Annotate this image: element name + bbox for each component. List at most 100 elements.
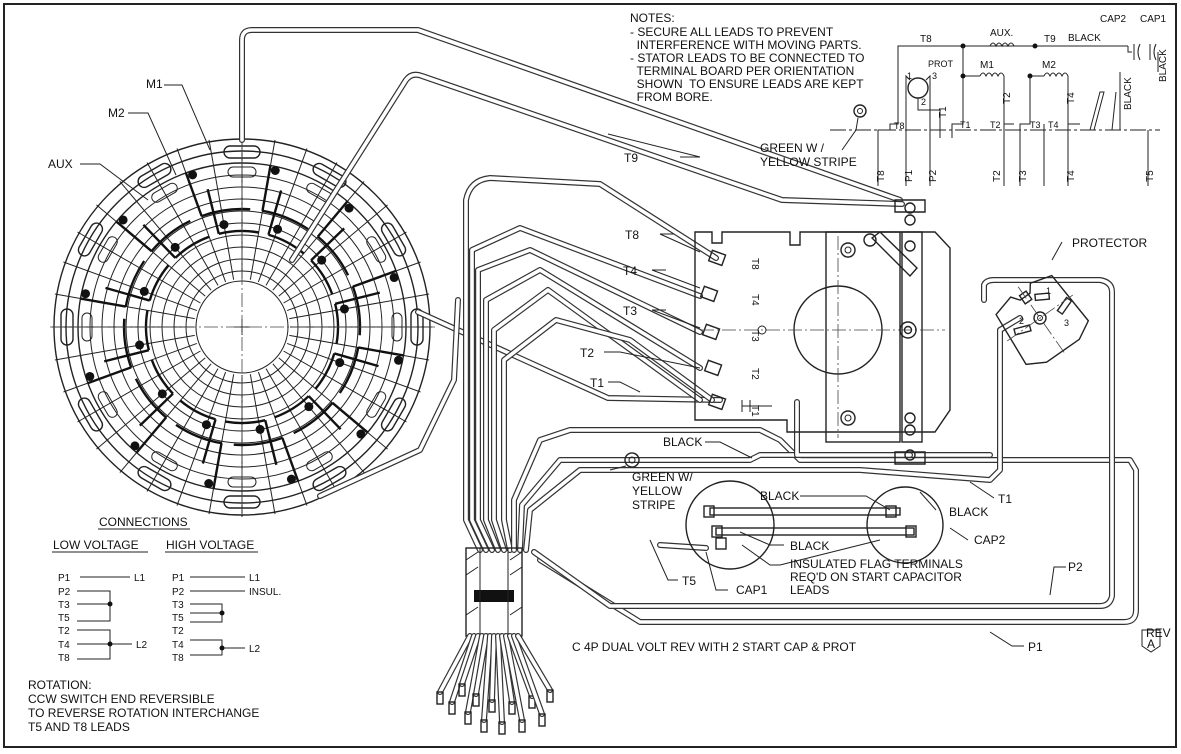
schematic-lead-label: P1	[904, 169, 915, 182]
protector-pin-2: 2	[1019, 316, 1024, 326]
green-mid-3: STRIPE	[632, 498, 675, 512]
high-voltage-row: T4	[172, 640, 184, 651]
high-voltage-row: P1	[172, 573, 185, 584]
label-p2: P2	[1068, 560, 1083, 574]
flag-line-3: LEADS	[790, 583, 829, 597]
wire-lead	[511, 427, 1139, 625]
high-l2: L2	[249, 644, 261, 655]
schematic-lead-label: T4	[1066, 170, 1077, 182]
schematic-lead-label: P2	[928, 169, 939, 182]
green-mid-2: YELLOW	[632, 484, 683, 498]
green-top-1: GREEN W /	[760, 141, 825, 155]
label-t3: T3	[623, 304, 637, 318]
board-terminal-label: T4	[749, 294, 760, 306]
note-line-4: TERMINAL BOARD PER ORIENTATION	[630, 64, 854, 78]
wire-lead	[501, 317, 715, 553]
connection-tables	[52, 528, 258, 660]
low-voltage-row: T8	[58, 653, 70, 664]
rotation-line-3: TO REVERSE ROTATION INTERCHANGE	[28, 706, 259, 720]
schematic	[830, 42, 1160, 186]
high-l1: L1	[249, 573, 261, 584]
high-voltage-row: P2	[172, 587, 185, 598]
sch-cap1: CAP1	[1140, 14, 1167, 25]
stator-winding	[50, 137, 435, 517]
diagram-title: C 4P DUAL VOLT REV WITH 2 START CAP & PR…	[572, 640, 857, 654]
sch-cap2: CAP2	[1100, 14, 1127, 25]
wire-lead	[491, 287, 703, 553]
wire-lead	[469, 225, 703, 553]
label-black-4: BLACK	[790, 539, 829, 553]
label-black-3: BLACK	[949, 505, 988, 519]
sch-pin-3: 3	[932, 71, 937, 81]
revision-marker: REV A	[1141, 626, 1171, 653]
schematic-lead-label: T1	[938, 106, 949, 118]
coil-slot	[380, 397, 407, 432]
rotation-line-1: ROTATION:	[28, 678, 92, 692]
high-voltage-title: HIGH VOLTAGE	[166, 538, 254, 552]
note-line-6: FROM BORE.	[630, 90, 713, 104]
low-voltage-title: LOW VOLTAGE	[53, 538, 139, 552]
sch-t2-small: T2	[990, 120, 1001, 130]
high-insul: INSUL.	[249, 587, 281, 598]
schematic-lead-label: BLACK	[1123, 77, 1134, 110]
sch-aux: AUX.	[990, 28, 1013, 39]
low-voltage-row: P1	[58, 573, 71, 584]
sch-t1-small: T1	[960, 120, 971, 130]
connections-title: CONNECTIONS	[99, 515, 188, 529]
coil-slot	[77, 222, 104, 257]
wire-lead	[657, 542, 709, 551]
wire-lead	[523, 315, 1023, 553]
note-line-5: SHOWN TO ENSURE LEADS ARE KEPT	[630, 77, 864, 91]
sch-m2: M2	[1042, 60, 1056, 71]
ground-screw-mid-icon	[624, 452, 640, 468]
start-capacitors	[685, 480, 944, 570]
sch-t3-small: T3	[1030, 120, 1041, 130]
board-terminal-label: T1	[749, 405, 760, 417]
protector-pin-3: 3	[1064, 318, 1069, 328]
sch-t8-small: T8	[894, 121, 905, 131]
label-aux: AUX	[48, 157, 73, 171]
schematic-lead-label: T8	[876, 170, 887, 182]
label-m2: M2	[108, 106, 125, 120]
schematic-lead-label: T2	[992, 170, 1003, 182]
high-voltage-row: T2	[172, 626, 184, 637]
label-p1: P1	[1028, 640, 1043, 654]
label-t8: T8	[625, 228, 639, 242]
label-t1: T1	[590, 376, 604, 390]
wire-lead	[483, 267, 703, 553]
rotation-line-4: T5 AND T8 LEADS	[28, 720, 130, 734]
label-t5: T5	[682, 574, 696, 588]
coil-slot	[312, 465, 347, 492]
label-black-2: BLACK	[760, 489, 799, 503]
schematic-lead-label: T3	[1018, 170, 1029, 182]
note-line-1: - SECURE ALL LEADS TO PREVENT	[630, 25, 834, 39]
wire-lead	[475, 247, 703, 553]
note-line-2: INTERFERENCE WITH MOVING PARTS.	[630, 38, 862, 52]
sch-t4-small: T4	[1048, 120, 1059, 130]
sch-pin-1: 1	[907, 71, 912, 81]
wire-lead	[239, 27, 903, 203]
board-terminal-label: T8	[749, 258, 760, 270]
flag-line-1: INSULATED FLAG TERMINALS	[790, 557, 963, 571]
sch-t9: T9	[1044, 34, 1056, 45]
low-l2: L2	[136, 640, 148, 651]
coil-slot	[137, 465, 172, 492]
schematic-lead-label: T4	[1066, 92, 1077, 104]
green-top-2: YELLOW STRIPE	[760, 155, 857, 169]
rev-label: REV	[1146, 626, 1171, 640]
label-t4: T4	[623, 264, 637, 278]
label-t2: T2	[580, 346, 594, 360]
low-voltage-row: T4	[58, 640, 70, 651]
wire-lead	[463, 175, 719, 553]
board-terminal-label: T3	[749, 330, 760, 342]
low-voltage-row: T5	[58, 613, 70, 624]
schematic-lead-label: BLACK	[1158, 49, 1169, 82]
wire-lead	[794, 399, 913, 458]
label-t9: T9	[624, 151, 638, 165]
wire-lead	[317, 297, 461, 499]
sch-pin-2: 2	[921, 97, 926, 107]
wire-lead	[531, 277, 1115, 609]
label-cap1: CAP1	[736, 583, 768, 597]
rev-letter: A	[1147, 637, 1155, 651]
protector	[995, 274, 1090, 366]
